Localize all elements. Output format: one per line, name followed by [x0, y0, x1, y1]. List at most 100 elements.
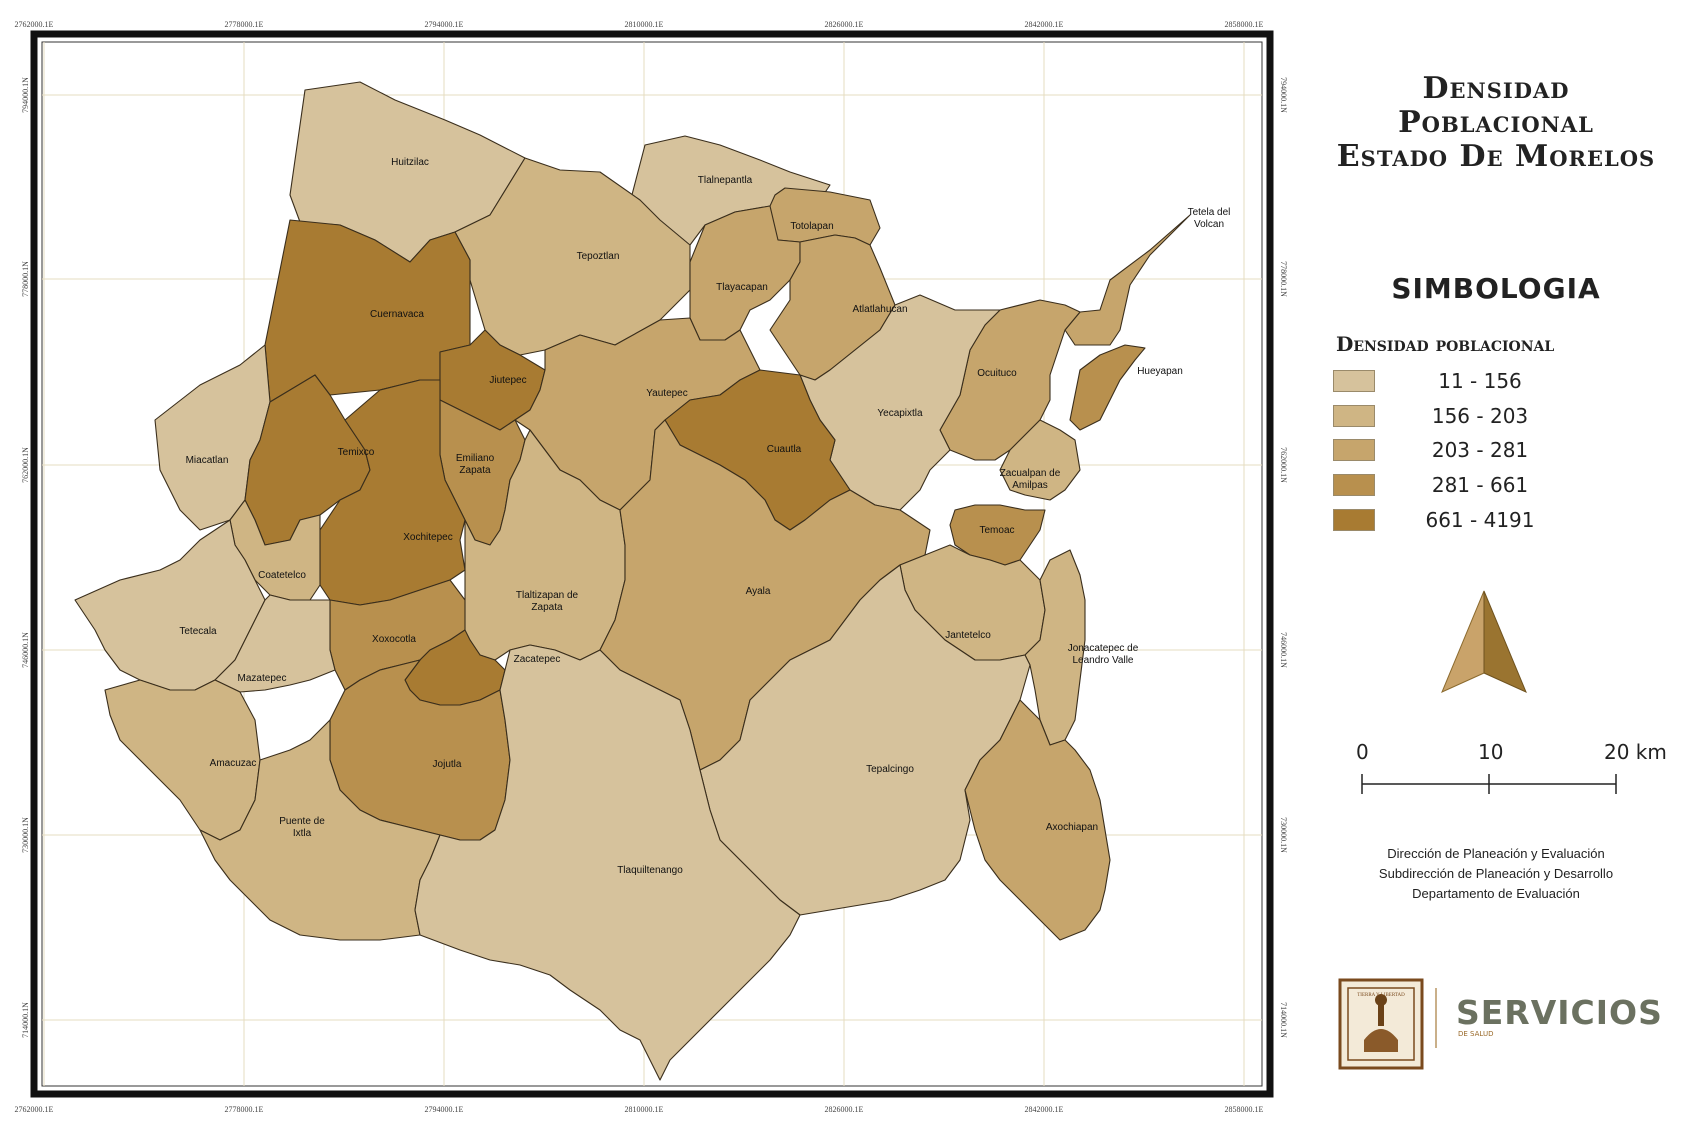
north-arrow-icon — [1441, 590, 1527, 693]
x-coord-label: 2826000.1E — [825, 1105, 864, 1114]
municipality-puente-de-ixtla — [199, 719, 441, 941]
municipality-label-xochitepec: Xochitepec — [403, 532, 452, 543]
municipality-label-coatetelco: Coatetelco — [258, 570, 306, 581]
x-coord-label: 2762000.1E — [15, 20, 54, 29]
legend-swatch — [1333, 404, 1375, 427]
municipality-label-tetecala: Tetecala — [179, 626, 217, 637]
title-line-2: Poblacional — [1398, 105, 1594, 140]
legend-swatch — [1333, 474, 1375, 497]
municipality-tlaquiltenango — [414, 644, 801, 1081]
scale-bar — [1361, 774, 1617, 794]
municipality-tepalcingo — [699, 564, 1031, 916]
credits: Dirección de Planeación y Evaluación Sub… — [1296, 844, 1696, 904]
x-coord-label: 2778000.1E — [225, 20, 264, 29]
legend-swatch — [1333, 370, 1375, 393]
x-coord-label: 2810000.1E — [625, 1105, 664, 1114]
municipality-label-amacuzac: Amacuzac — [210, 758, 257, 769]
legend-title: Densidad poblacional — [1336, 332, 1555, 356]
municipality-labels: HuitzilacTlalnepantlaTepoztlanTotolapanT… — [179, 157, 1230, 876]
legend: 11 - 156 156 - 203 203 - 281 281 - 661 6… — [1333, 364, 1565, 537]
legend-label: 203 - 281 — [1431, 438, 1529, 463]
x-coord-label: 2810000.1E — [625, 20, 664, 29]
y-coord-label: 730000.1N — [1279, 817, 1288, 853]
seal-text: TIERRA Y LIBERTAD — [1357, 993, 1405, 998]
municipality-label-yautepec: Yautepec — [646, 388, 688, 399]
municipality-tlalnepantla — [627, 135, 831, 256]
x-coord-label: 2778000.1E — [225, 1105, 264, 1114]
credit-line: Subdirección de Planeación y Desarrollo — [1378, 866, 1614, 881]
municipality-label-xoxocotla: Xoxocotla — [372, 634, 416, 645]
municipality-label-hueyapan: Hueyapan — [1137, 366, 1183, 377]
municipality-cuernavaca — [264, 219, 471, 403]
legend-label: 661 - 4191 — [1425, 507, 1535, 532]
municipality-label-zacatepec: Zacatepec — [514, 654, 561, 665]
x-coord-label: 2858000.1E — [1225, 1105, 1264, 1114]
municipality-label-mazatepec: Mazatepec — [238, 673, 287, 684]
y-coord-label: 778000.1N — [21, 261, 30, 297]
municipality-mazatepec — [214, 594, 336, 693]
municipality-label-ocuituco: Ocuituco — [977, 368, 1017, 379]
legend-label: 156 - 203 — [1431, 403, 1529, 428]
y-coord-label: 746000.1N — [1279, 632, 1288, 668]
y-coord-label: 714000.1N — [21, 1002, 30, 1038]
municipality-axochiapan — [964, 699, 1111, 941]
municipality-hueyapan — [1069, 344, 1146, 431]
title-line-1: Densidad — [1422, 71, 1570, 106]
logo-servicios: SERVICIOS — [1456, 993, 1663, 1032]
municipality-label-jiutepec: Jiutepec — [489, 375, 526, 386]
y-coord-label: 794000.1N — [21, 77, 30, 113]
municipality-temoac — [949, 504, 1046, 566]
legend-item: 11 - 156 — [1333, 364, 1565, 399]
legend-item: 661 - 4191 — [1333, 502, 1565, 537]
credit-line: Dirección de Planeación y Evaluación — [1387, 846, 1605, 861]
municipality-label-ayala: Ayala — [746, 586, 771, 597]
municipality-label-tepalcingo: Tepalcingo — [866, 764, 914, 775]
municipality-label-miacatlan: Miacatlan — [186, 455, 229, 466]
y-coord-label: 762000.1N — [21, 447, 30, 483]
x-coord-label: 2858000.1E — [1225, 20, 1264, 29]
legend-label: 11 - 156 — [1438, 369, 1522, 394]
legend-swatch — [1333, 508, 1375, 531]
y-coord-label: 778000.1N — [1279, 261, 1288, 297]
legend-label: 281 - 661 — [1431, 473, 1529, 498]
title-line-3: Estado De Morelos — [1336, 139, 1656, 174]
municipality-label-temixco: Temixco — [338, 447, 375, 458]
municipality-label-atlatlahucan: Atlatlahucan — [852, 304, 907, 315]
y-coord-label: 762000.1N — [1279, 447, 1288, 483]
municipality-layer — [74, 81, 1191, 1081]
x-coord-label: 2842000.1E — [1025, 1105, 1064, 1114]
y-coord-label: 714000.1N — [1279, 1002, 1288, 1038]
municipality-label-temoac: Temoac — [979, 525, 1014, 536]
x-coord-label: 2794000.1E — [425, 1105, 464, 1114]
municipality-label-axochiapan: Axochiapan — [1046, 822, 1098, 833]
logo-de-salud: DE SALUD — [1458, 1030, 1494, 1038]
x-coord-label: 2794000.1E — [425, 20, 464, 29]
municipality-label-cuernavaca: Cuernavaca — [370, 309, 424, 320]
scale-label-10: 10 — [1478, 740, 1504, 764]
municipality-label-yecapixtla: Yecapixtla — [877, 408, 923, 419]
municipality-label-tepoztlan: Tepoztlan — [577, 251, 620, 262]
legend-item: 203 - 281 — [1333, 433, 1565, 468]
y-coord-label: 730000.1N — [21, 817, 30, 853]
municipality-label-tlalnepantla: Tlalnepantla — [698, 175, 753, 186]
legend-item: 281 - 661 — [1333, 468, 1565, 503]
map-title: Densidad Poblacional Estado De Morelos — [1296, 72, 1696, 174]
municipality-zacualpan-de-amilpas — [999, 419, 1081, 501]
legend-swatch — [1333, 439, 1375, 462]
legend-item: 156 - 203 — [1333, 399, 1565, 434]
municipality-label-tlaquiltenango: Tlaquiltenango — [617, 865, 683, 876]
y-coord-label: 794000.1N — [1279, 77, 1288, 113]
x-coord-label: 2826000.1E — [825, 20, 864, 29]
symbology-heading: SIMBOLOGIA — [1391, 272, 1601, 305]
credit-line: Departamento de Evaluación — [1412, 886, 1580, 901]
scale-label-20: 20 km — [1604, 740, 1667, 764]
state-seal-icon — [1338, 978, 1424, 1070]
municipality-label-totolapan: Totolapan — [790, 221, 833, 232]
municipality-label-tlayacapan: Tlayacapan — [716, 282, 768, 293]
municipality-label-jojutla: Jojutla — [433, 759, 462, 770]
